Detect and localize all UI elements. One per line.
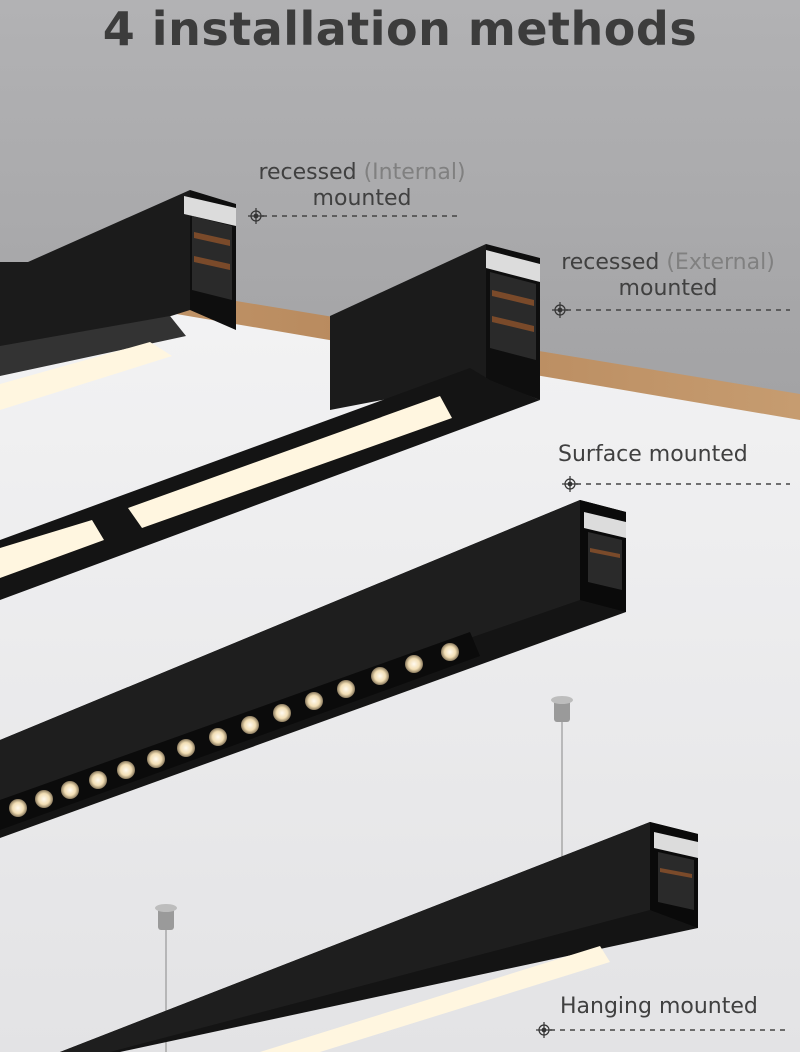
label-recessed-external-line1b: (External) — [666, 250, 775, 275]
label-recessed-external-line2: mounted — [618, 276, 718, 301]
label-surface-mounted: Surface mounted — [558, 442, 748, 467]
label-hanging-mounted: Hanging mounted — [560, 994, 758, 1019]
surface-fixture — [0, 500, 626, 838]
label-recessed-internal-line1a: recessed — [258, 160, 364, 185]
label-recessed-external: recessed (External) mounted — [540, 250, 796, 302]
label-recessed-internal-line2: mounted — [312, 186, 412, 211]
label-recessed-internal: recessed (Internal) mounted — [232, 160, 492, 212]
hanging-cables — [155, 696, 573, 1052]
leader-lines — [262, 215, 790, 1031]
marker-icons — [248, 208, 578, 1038]
page-title: 4 installation methods — [102, 2, 698, 56]
label-recessed-external-line1a: recessed — [561, 250, 667, 275]
recessed-external-fixture — [0, 244, 540, 600]
hanging-fixture — [60, 822, 698, 1052]
recessed-internal-fixture — [0, 190, 236, 410]
label-recessed-internal-line1b: (Internal) — [363, 160, 466, 185]
